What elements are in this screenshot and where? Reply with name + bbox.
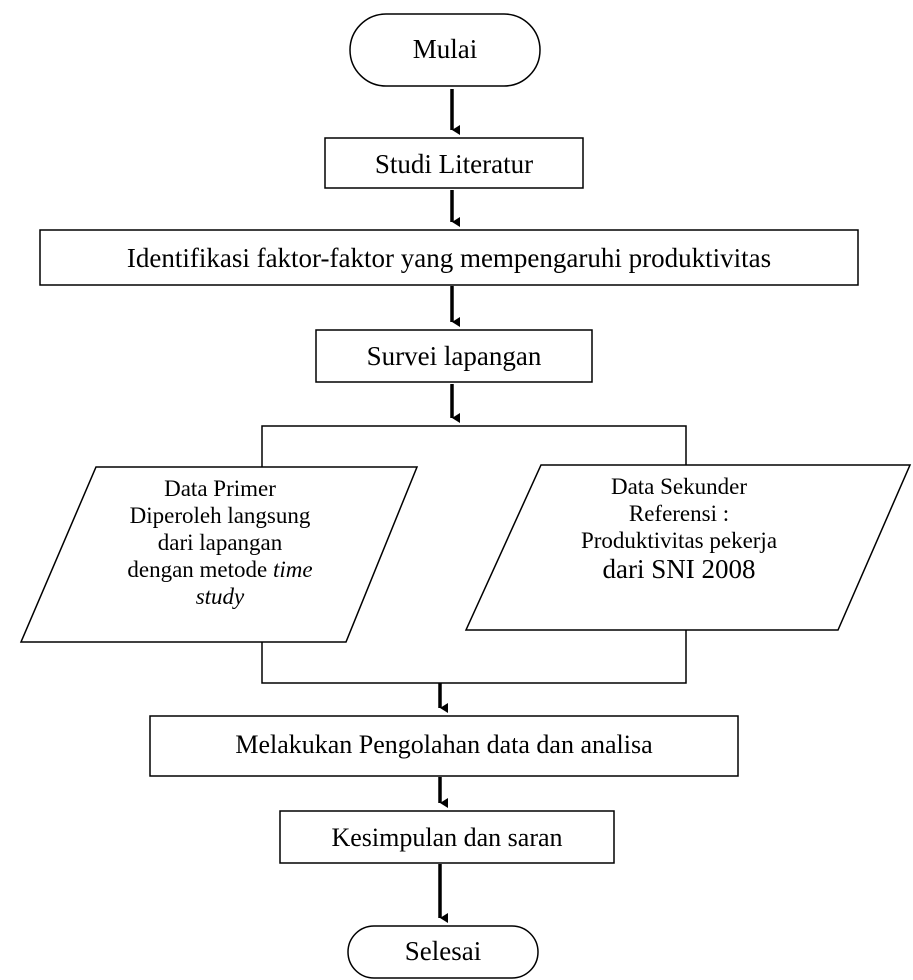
secondary-data-title: Data Sekunder (610, 474, 748, 499)
primary-data-text: Data Primer Diperoleh langsung dari lapa… (60, 475, 380, 610)
secondary-data-line3: dari SNI 2008 (602, 554, 756, 584)
primary-data-title: Data Primer (164, 476, 276, 501)
identification-label: Identifikasi faktor-faktor yang mempenga… (126, 243, 772, 273)
end-terminator (347, 925, 539, 979)
survey-label: Survei lapangan (366, 341, 542, 371)
secondary-data-parallelogram (464, 464, 912, 631)
primary-data-line2: dari lapangan (157, 530, 283, 555)
start-terminator (349, 13, 541, 87)
primary-data-line3-italic: time (273, 557, 313, 582)
literature-label: Studi Literatur (374, 149, 534, 179)
primary-data-line3-regular: dengan metode (127, 557, 273, 582)
processing-box (149, 715, 739, 777)
merge-connector (261, 630, 687, 684)
secondary-data-line2: Produktivitas pekerja (580, 528, 778, 553)
conclusion-label: Kesimpulan dan saran (331, 823, 563, 852)
secondary-data-text: Data Sekunder Referensi : Produktivitas … (514, 473, 844, 585)
survey-box (315, 329, 593, 383)
identification-box (39, 229, 859, 286)
conclusion-box (279, 810, 615, 864)
primary-data-line3: dengan metode time (60, 556, 380, 583)
primary-data-line4: study (195, 584, 245, 609)
secondary-data-line1: Referensi : (628, 501, 730, 526)
branch-connector (261, 425, 687, 467)
processing-label: Melakukan Pengolahan data dan analisa (235, 730, 653, 759)
primary-data-line1: Diperoleh langsung (129, 503, 311, 528)
literature-box (324, 137, 584, 189)
primary-data-parallelogram (19, 466, 419, 643)
end-label: Selesai (404, 936, 482, 966)
start-label: Mulai (412, 34, 478, 64)
